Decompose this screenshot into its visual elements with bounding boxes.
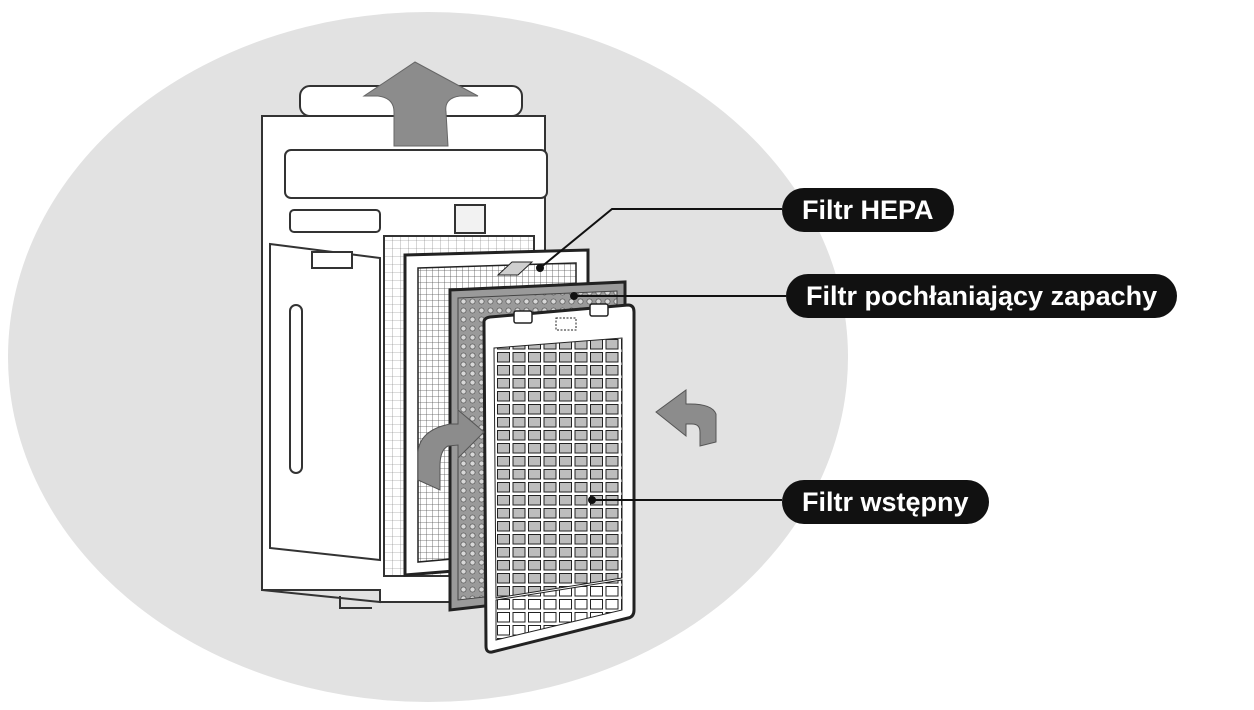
hepa-filter-label: Filtr HEPA <box>782 188 954 232</box>
arrow-left-curved-icon <box>655 389 717 447</box>
odour-filter-label: Filtr pochłaniający zapachy <box>786 274 1178 318</box>
arrow-up-icon <box>362 61 479 147</box>
pre-filter-label: Filtr wstępny <box>782 480 989 524</box>
leader-lines <box>536 208 786 504</box>
pre-filter <box>482 303 636 654</box>
arrow-left-curved-icon <box>417 408 485 491</box>
